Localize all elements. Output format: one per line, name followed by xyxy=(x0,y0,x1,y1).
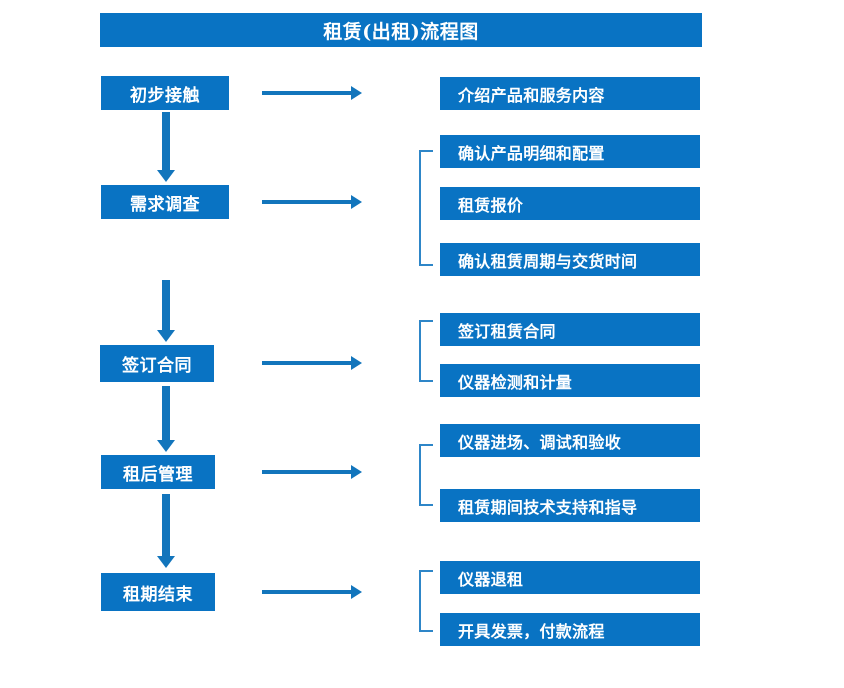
connector-arrow-down-2 xyxy=(157,280,175,342)
bracket-tick-top xyxy=(419,570,433,572)
bracket-tick-bottom xyxy=(419,504,433,506)
arrow-shaft xyxy=(162,280,170,330)
stage-to-detail-arrow-2 xyxy=(262,195,362,209)
detail-box-instrument-inspection[interactable]: 仪器检测和计量 xyxy=(440,364,700,397)
group-bracket-sign-contract xyxy=(419,320,433,382)
arrow-head xyxy=(157,170,175,182)
arrow-head xyxy=(157,556,175,568)
detail-box-technical-support[interactable]: 租赁期间技术支持和指导 xyxy=(440,489,700,522)
stage-to-detail-arrow-1 xyxy=(262,86,362,100)
detail-box-sign-rental-contract[interactable]: 签订租赁合同 xyxy=(440,313,700,346)
arrow-shaft xyxy=(262,470,352,474)
detail-box-confirm-product-details[interactable]: 确认产品明细和配置 xyxy=(440,135,700,168)
bracket-spine xyxy=(419,444,421,506)
bracket-tick-top xyxy=(419,444,433,446)
stage-to-detail-arrow-4 xyxy=(262,465,362,479)
detail-box-confirm-period-delivery[interactable]: 确认租赁周期与交货时间 xyxy=(440,243,700,276)
bracket-tick-bottom xyxy=(419,380,433,382)
detail-box-rental-quote[interactable]: 租赁报价 xyxy=(440,187,700,220)
arrow-shaft xyxy=(262,590,352,594)
arrow-shaft xyxy=(262,91,352,95)
arrow-shaft xyxy=(262,200,352,204)
arrow-shaft xyxy=(162,494,170,556)
arrow-head xyxy=(351,195,362,209)
stage-box-initial-contact[interactable]: 初步接触 xyxy=(101,76,229,110)
arrow-shaft xyxy=(162,386,170,440)
stage-to-detail-arrow-3 xyxy=(262,356,362,370)
diagram-title: 租赁(出租)流程图 xyxy=(100,13,702,47)
arrow-head xyxy=(157,440,175,452)
bracket-tick-top xyxy=(419,320,433,322)
detail-box-instrument-entry-commissioning[interactable]: 仪器进场、调试和验收 xyxy=(440,424,700,457)
arrow-shaft xyxy=(162,112,170,170)
connector-arrow-down-4 xyxy=(157,494,175,568)
bracket-spine xyxy=(419,570,421,632)
stage-box-post-rental-management[interactable]: 租后管理 xyxy=(101,455,215,489)
arrow-head xyxy=(351,465,362,479)
arrow-head xyxy=(351,86,362,100)
bracket-tick-top xyxy=(419,150,433,152)
arrow-head xyxy=(351,585,362,599)
group-bracket-post-rental xyxy=(419,444,433,506)
detail-box-introduce-products[interactable]: 介绍产品和服务内容 xyxy=(440,77,700,110)
connector-arrow-down-1 xyxy=(157,112,175,182)
bracket-spine xyxy=(419,320,421,382)
bracket-tick-bottom xyxy=(419,630,433,632)
stage-box-sign-contract[interactable]: 签订合同 xyxy=(100,345,214,382)
stage-box-demand-survey[interactable]: 需求调查 xyxy=(101,185,229,219)
bracket-spine xyxy=(419,150,421,266)
bracket-tick-bottom xyxy=(419,264,433,266)
stage-box-rental-end[interactable]: 租期结束 xyxy=(101,573,215,611)
arrow-head xyxy=(157,330,175,342)
arrow-shaft xyxy=(262,361,352,365)
arrow-head xyxy=(351,356,362,370)
detail-box-invoice-payment[interactable]: 开具发票，付款流程 xyxy=(440,613,700,646)
group-bracket-rental-end xyxy=(419,570,433,632)
stage-to-detail-arrow-5 xyxy=(262,585,362,599)
group-bracket-demand-survey xyxy=(419,150,433,266)
detail-box-instrument-return[interactable]: 仪器退租 xyxy=(440,561,700,594)
connector-arrow-down-3 xyxy=(157,386,175,452)
